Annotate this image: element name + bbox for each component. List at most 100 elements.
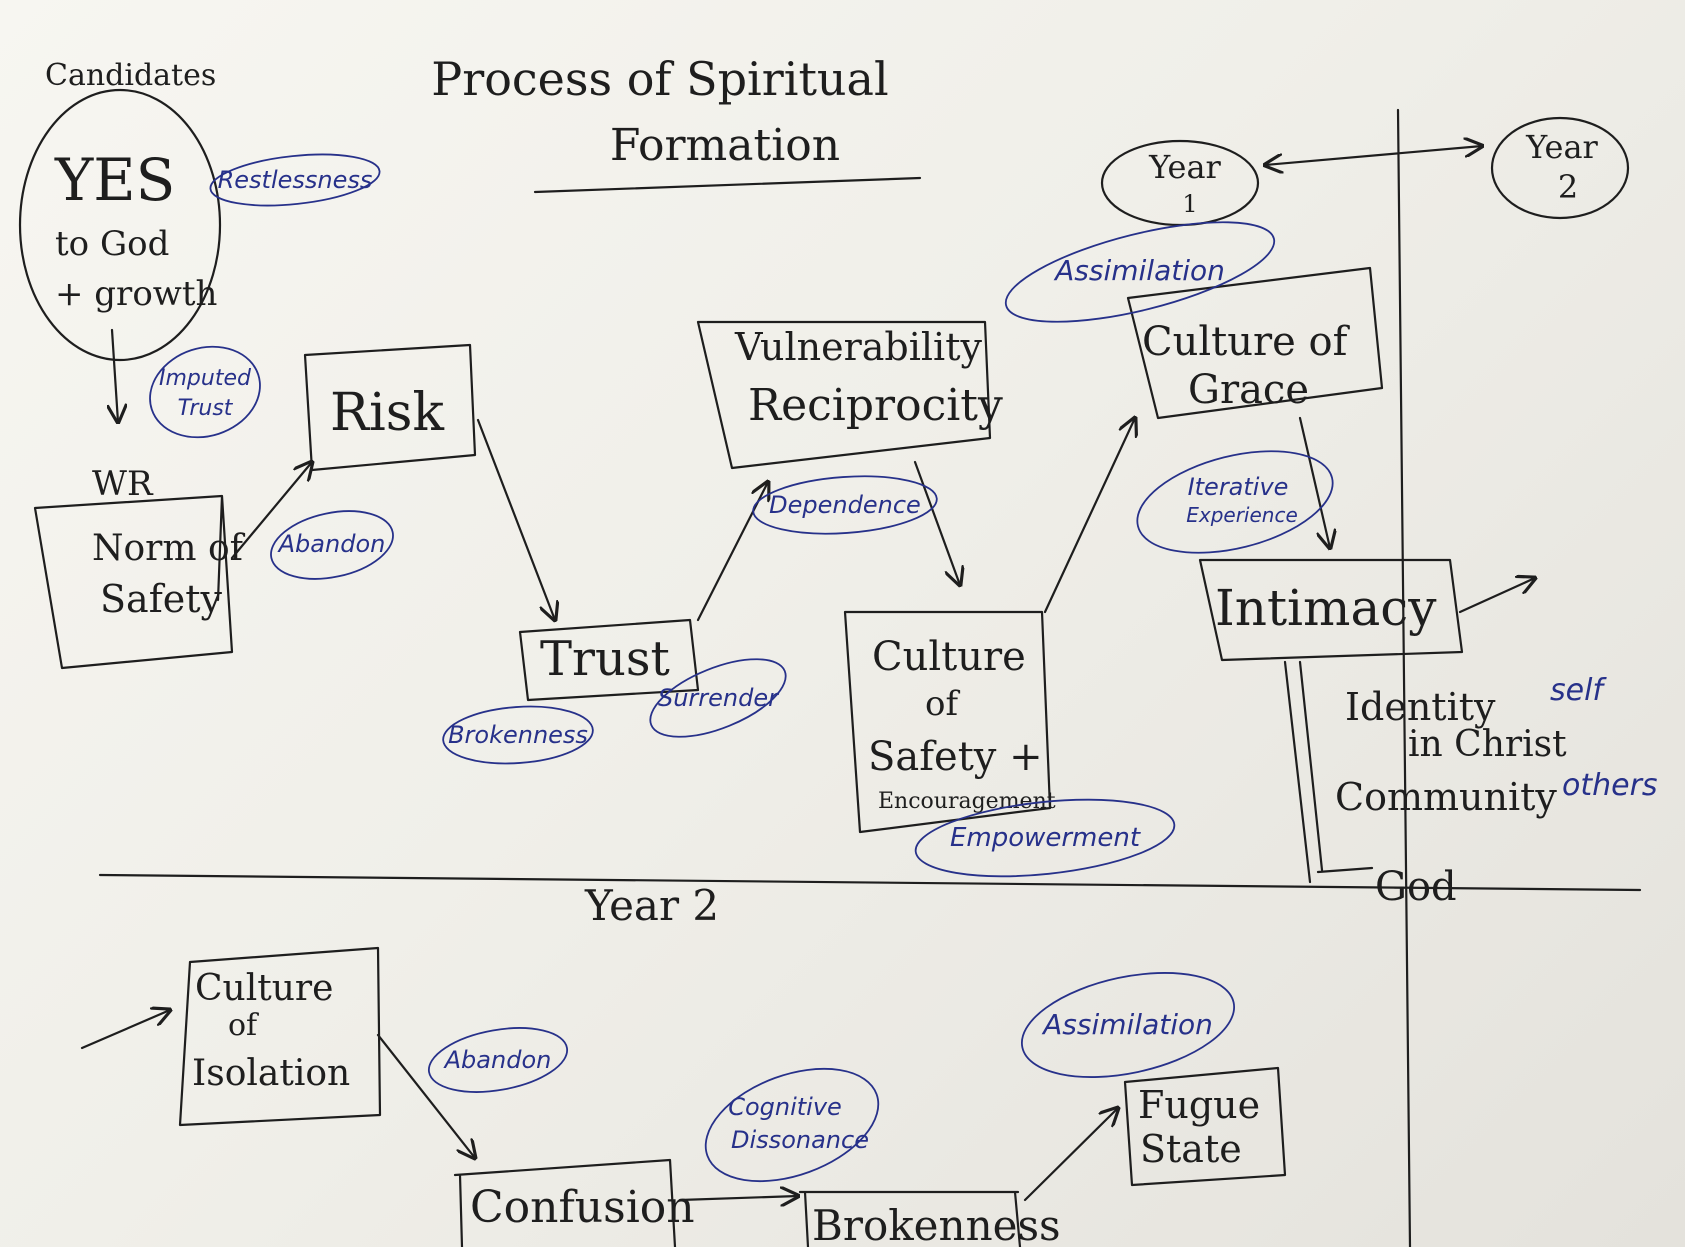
empowerment-text: Empowerment: [950, 823, 1141, 853]
abandon2-shape: [427, 1027, 569, 1093]
yes-text: YES: [54, 146, 175, 214]
vulnerability-line2: Reciprocity: [748, 380, 1003, 431]
box-fugue-frame: [1123, 1066, 1287, 1187]
year2-oval-group: Year 2: [1490, 116, 1630, 220]
surrender-text: Surrender: [658, 684, 780, 712]
year2-oval: [1490, 116, 1630, 220]
arrow-safety-to-grace: [1043, 418, 1135, 614]
cognitive-line1: Cognitive: [728, 1093, 842, 1121]
box-trust-frame: [518, 618, 700, 702]
year2-line1: Year: [1525, 128, 1598, 166]
restlessness-shape: [209, 153, 381, 207]
box-grace-frame: [1126, 266, 1384, 420]
box-norm-of-safety-frame: [33, 494, 234, 670]
self-note: self: [1550, 673, 1607, 708]
dependence-shape: [752, 475, 938, 535]
oval-brokenness-1: Brokenness: [442, 705, 594, 765]
assimilation2-shape: [1020, 972, 1236, 1078]
box-fugue-state: Fugue State: [1123, 1066, 1287, 1187]
title-line2: Formation: [610, 120, 840, 171]
candidates-label: Candidates: [45, 58, 216, 93]
oval-iterative-experience: Iterative Experience: [1136, 450, 1334, 554]
arrow-brokenness-to-fugue: [1023, 1108, 1118, 1202]
brokenness1-text: Brokenness: [448, 721, 588, 749]
arrow-vulnerability-to-safety: [913, 460, 960, 585]
oval-dependence: Dependence: [752, 475, 938, 535]
box-risk: Risk: [303, 343, 477, 472]
community-text: Community: [1335, 775, 1557, 819]
confusion-line1: Confusion: [470, 1182, 695, 1233]
oval-abandon-2: Abandon: [427, 1027, 569, 1093]
cognitive-line2: Dissonance: [731, 1126, 869, 1154]
identity-text: Identity: [1345, 685, 1496, 729]
arrow-isolation-to-confusion: [376, 1033, 475, 1158]
assimilation1-text: Assimilation: [1053, 254, 1225, 287]
box-vulnerability-reciprocity: Vulnerability Reciprocity: [696, 320, 1003, 470]
title-underline: [533, 176, 922, 194]
imputed-trust-shape: [149, 345, 261, 439]
box-isolation-frame: [178, 946, 382, 1127]
grace-line1: Culture of: [1142, 319, 1351, 365]
fugue-line1: Fugue: [1138, 1083, 1260, 1127]
oval-imputed-trust: Imputed Trust: [149, 345, 261, 439]
norm-line1: Norm of: [92, 528, 246, 569]
yes-line3: + growth: [55, 274, 217, 314]
box-intimacy-frame: [1198, 558, 1464, 662]
candidates-group: Candidates YES to God + growth: [18, 58, 222, 362]
oval-cognitive-dissonance: Cognitive Dissonance: [704, 1067, 880, 1183]
arrow-trust-to-vulnerability: [696, 482, 768, 622]
safety-line2: of: [925, 684, 960, 724]
wr-label: WR: [92, 464, 154, 504]
assimilation1-shape: [1004, 221, 1276, 323]
risk-line1: Risk: [330, 383, 444, 443]
box-confusion-frame: [453, 1158, 677, 1247]
box-norm-of-safety: WR Norm of Safety: [33, 464, 246, 670]
surrender-shape: [649, 658, 787, 738]
restlessness-text: Restlessness: [218, 166, 373, 194]
box-safety-frame: [843, 610, 1052, 834]
year1-oval-group: Year 1: [1100, 139, 1260, 227]
iterative-shape: [1136, 450, 1334, 554]
safety-line4: Encouragement: [878, 789, 1056, 814]
arrow-confusion-to-brokenness: [678, 1196, 798, 1200]
trust-line1: Trust: [540, 631, 670, 687]
isolation-line3: Isolation: [192, 1053, 350, 1094]
box-brokenness-frame: [798, 1190, 1022, 1247]
iterative-line1: Iterative: [1188, 473, 1289, 501]
box-culture-of-isolation: Culture of Isolation: [178, 946, 382, 1127]
year1-line1: Year: [1148, 148, 1221, 186]
grace-line2: Grace: [1188, 367, 1309, 413]
box-intimacy: Intimacy: [1198, 558, 1464, 662]
intimacy-bracket: [1283, 660, 1374, 884]
arrow-grace-to-intimacy: [1298, 416, 1330, 548]
abandon1-shape: [270, 510, 394, 580]
year1-line2: 1: [1182, 190, 1197, 218]
arrow-norm-to-risk: [230, 462, 312, 560]
safety-line1: Culture: [872, 634, 1026, 680]
oval-empowerment: Empowerment: [914, 798, 1176, 878]
god-text: God: [1375, 864, 1457, 910]
safety-line3: Safety +: [868, 734, 1043, 780]
others-note: others: [1562, 768, 1658, 803]
yes-line2: to God: [55, 224, 169, 264]
assimilation2-text: Assimilation: [1041, 1008, 1213, 1041]
empowerment-shape: [914, 798, 1176, 878]
intimacy-line1: Intimacy: [1215, 579, 1437, 637]
oval-restlessness: Restlessness: [209, 153, 381, 207]
year-divider-vertical: [1396, 108, 1412, 1247]
arrow-risk-to-trust: [476, 418, 555, 620]
abandon2-text: Abandon: [443, 1046, 552, 1074]
iterative-line2: Experience: [1186, 503, 1298, 527]
fugue-line2: State: [1140, 1127, 1242, 1171]
cognitive-shape: [704, 1067, 880, 1183]
oval-abandon-1: Abandon: [270, 510, 394, 580]
title-block: Process of Spiritual Formation: [431, 52, 922, 194]
oval-assimilation-2: Assimilation: [1020, 972, 1236, 1078]
brokenness1-shape: [442, 705, 594, 765]
arrow-intimacy-out: [1458, 578, 1535, 614]
box-culture-of-safety: Culture of Safety + Encouragement: [843, 610, 1056, 834]
vulnerability-line1: Vulnerability: [734, 325, 982, 369]
yes-oval: [18, 88, 222, 362]
